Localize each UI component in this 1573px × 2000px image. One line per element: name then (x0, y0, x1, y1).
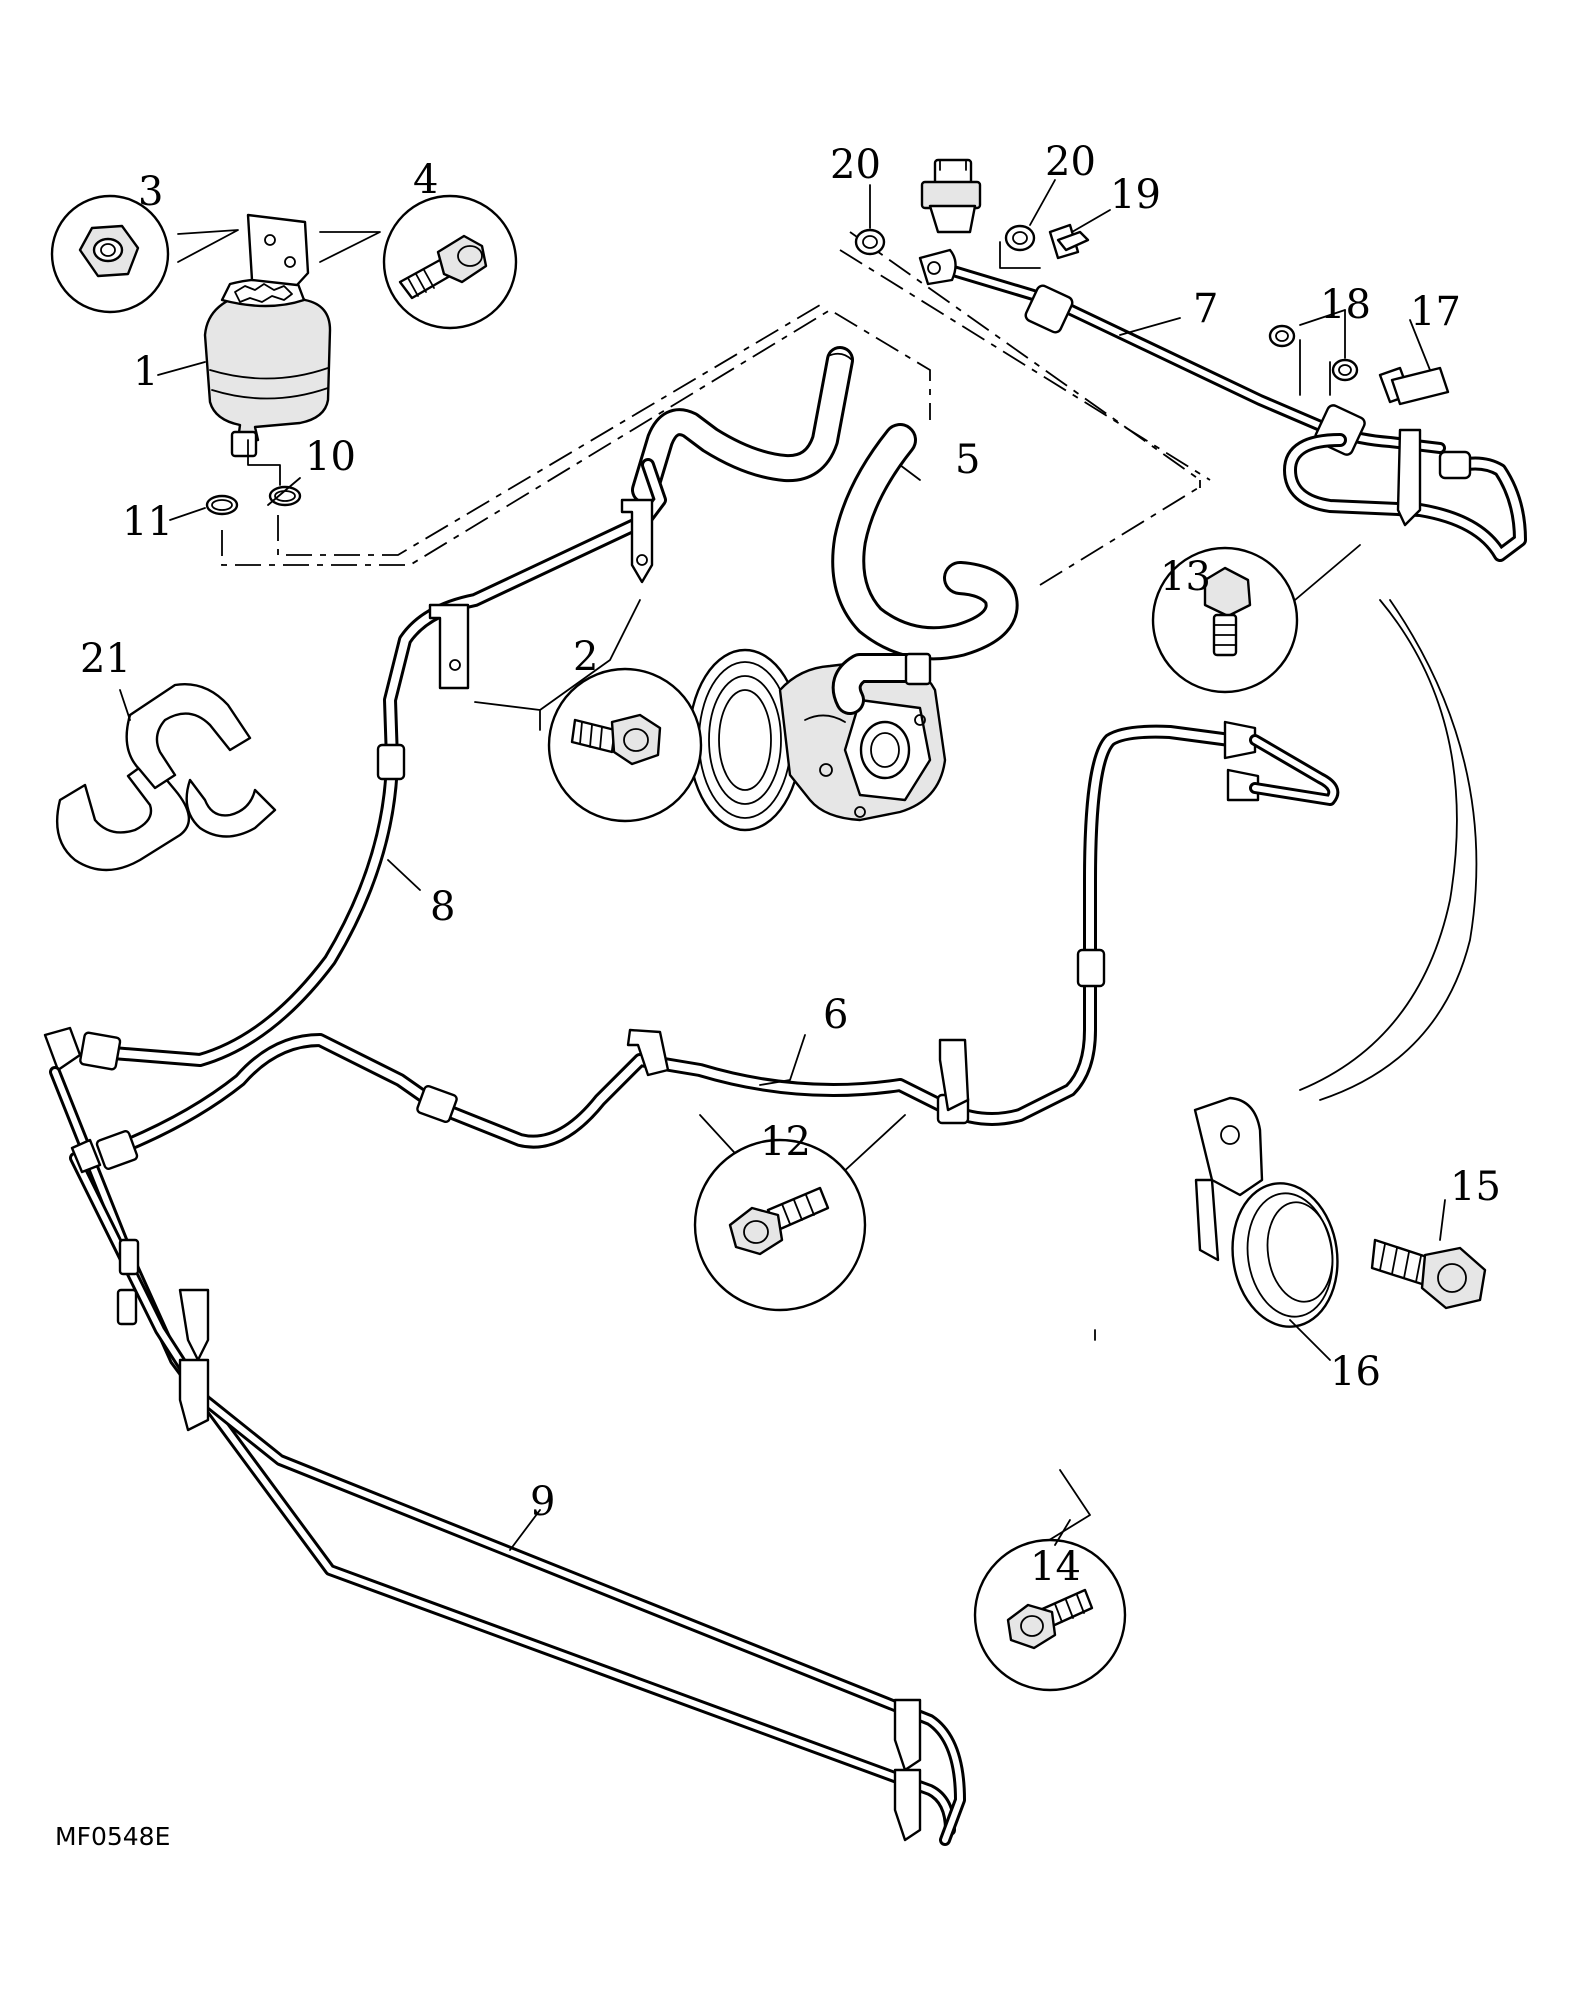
label-11: 11 (122, 499, 173, 545)
callout-bolt-13[interactable] (1151, 544, 1361, 694)
banjo-bolt-17[interactable] (1378, 366, 1450, 406)
pipe-8-bracket-upper (428, 498, 654, 690)
bolt-15[interactable] (1370, 1238, 1487, 1310)
number-leaders (119, 179, 1446, 1551)
pressure-switch[interactable] (920, 158, 982, 234)
label-6: 6 (823, 992, 848, 1038)
diagram-code: MF0548E (55, 1822, 170, 1851)
pipe-9[interactable] (49, 1066, 966, 1846)
label-14: 14 (1030, 1544, 1081, 1590)
dashed-leaders (221, 231, 1211, 586)
feed-hose[interactable] (631, 346, 854, 504)
washer-18-left[interactable] (1268, 324, 1296, 348)
label-19: 19 (1110, 172, 1161, 218)
label-20-right: 20 (1045, 139, 1096, 185)
cap-star-icon (234, 283, 293, 303)
label-1: 1 (133, 349, 158, 395)
clip-21[interactable] (56, 683, 277, 872)
reservoir-1[interactable] (203, 213, 332, 458)
label-8: 8 (430, 884, 455, 930)
callout-nut-3[interactable] (50, 194, 239, 314)
label-12: 12 (760, 1119, 811, 1165)
clamp-16[interactable] (1193, 1096, 1347, 1334)
label-3: 3 (138, 169, 163, 215)
label-4: 4 (413, 157, 438, 203)
label-9: 9 (530, 1479, 555, 1525)
callout-bolt-12[interactable] (693, 1114, 906, 1312)
steering-pump[interactable] (687, 648, 947, 832)
hose-clamp-11[interactable] (205, 494, 239, 516)
callout-bolt-14[interactable] (973, 1469, 1127, 1692)
label-13: 13 (1160, 554, 1211, 600)
callout-labels: 1 2 3 4 5 6 7 8 9 10 11 12 13 14 15 16 1… (80, 139, 1501, 1590)
label-15: 15 (1450, 1164, 1501, 1210)
label-18: 18 (1320, 282, 1371, 328)
callout-bolt-2[interactable] (474, 599, 703, 823)
label-20-left: 20 (830, 142, 881, 188)
washer-20-left[interactable] (854, 228, 886, 256)
label-7: 7 (1193, 286, 1218, 332)
washer-20-right[interactable] (1004, 224, 1036, 252)
hose-5[interactable] (831, 423, 1019, 661)
label-21: 21 (80, 636, 131, 682)
washer-18-right[interactable] (1331, 358, 1359, 382)
pipe-7[interactable] (918, 248, 1527, 562)
label-5: 5 (955, 437, 980, 483)
label-10: 10 (305, 434, 356, 480)
banjo-bolt-19[interactable] (1048, 223, 1090, 260)
callout-bolt-4[interactable] (319, 194, 518, 330)
pipe-6-brackets (626, 1028, 970, 1112)
pipe-6[interactable] (95, 720, 1340, 1170)
label-2: 2 (573, 634, 598, 680)
label-16: 16 (1330, 1349, 1381, 1395)
label-17: 17 (1410, 289, 1461, 335)
